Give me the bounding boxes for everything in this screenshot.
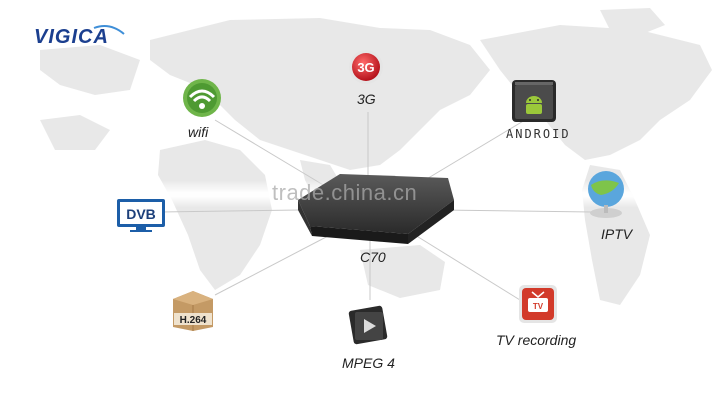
vigica-logo: VIGICA [34, 24, 126, 54]
android-icon [512, 80, 556, 122]
box-icon: H.264 [173, 291, 213, 331]
3g-label: 3G [357, 91, 376, 107]
watermark: trade.china.cn [272, 180, 418, 205]
logo-mark: VIGICA [34, 25, 125, 48]
android-label: ANDROID [506, 127, 571, 141]
globe-icon [588, 171, 624, 218]
mpeg4-label: MPEG 4 [342, 355, 395, 371]
set-top-box-image [298, 174, 454, 244]
feature-tv-recording: TV [518, 284, 558, 329]
wifi-icon [183, 79, 221, 117]
feature-dvb: DVB [116, 198, 166, 239]
feature-android [511, 79, 557, 128]
feature-mpeg4 [345, 302, 391, 353]
device-name: C70 [360, 249, 386, 265]
tv-icon: DVB [117, 199, 165, 232]
tv-recording-label: TV recording [496, 332, 577, 348]
iptv-label: IPTV [601, 226, 633, 242]
svg-text:TV: TV [533, 302, 544, 311]
feature-h264: H.264 [168, 287, 218, 338]
c70-device [288, 164, 458, 255]
feature-iptv [583, 167, 629, 226]
dvb-text: DVB [126, 206, 156, 222]
svg-text:3G: 3G [357, 60, 374, 75]
tv-recording-icon: TV [519, 285, 557, 323]
video-icon [348, 305, 388, 345]
feature-wifi [181, 77, 223, 124]
logo-text: VIGICA [34, 26, 109, 48]
3g-icon: 3G [349, 50, 383, 84]
feature-3g: 3G [346, 47, 386, 92]
h264-text: H.264 [180, 315, 207, 326]
wifi-label: wifi [188, 124, 209, 140]
